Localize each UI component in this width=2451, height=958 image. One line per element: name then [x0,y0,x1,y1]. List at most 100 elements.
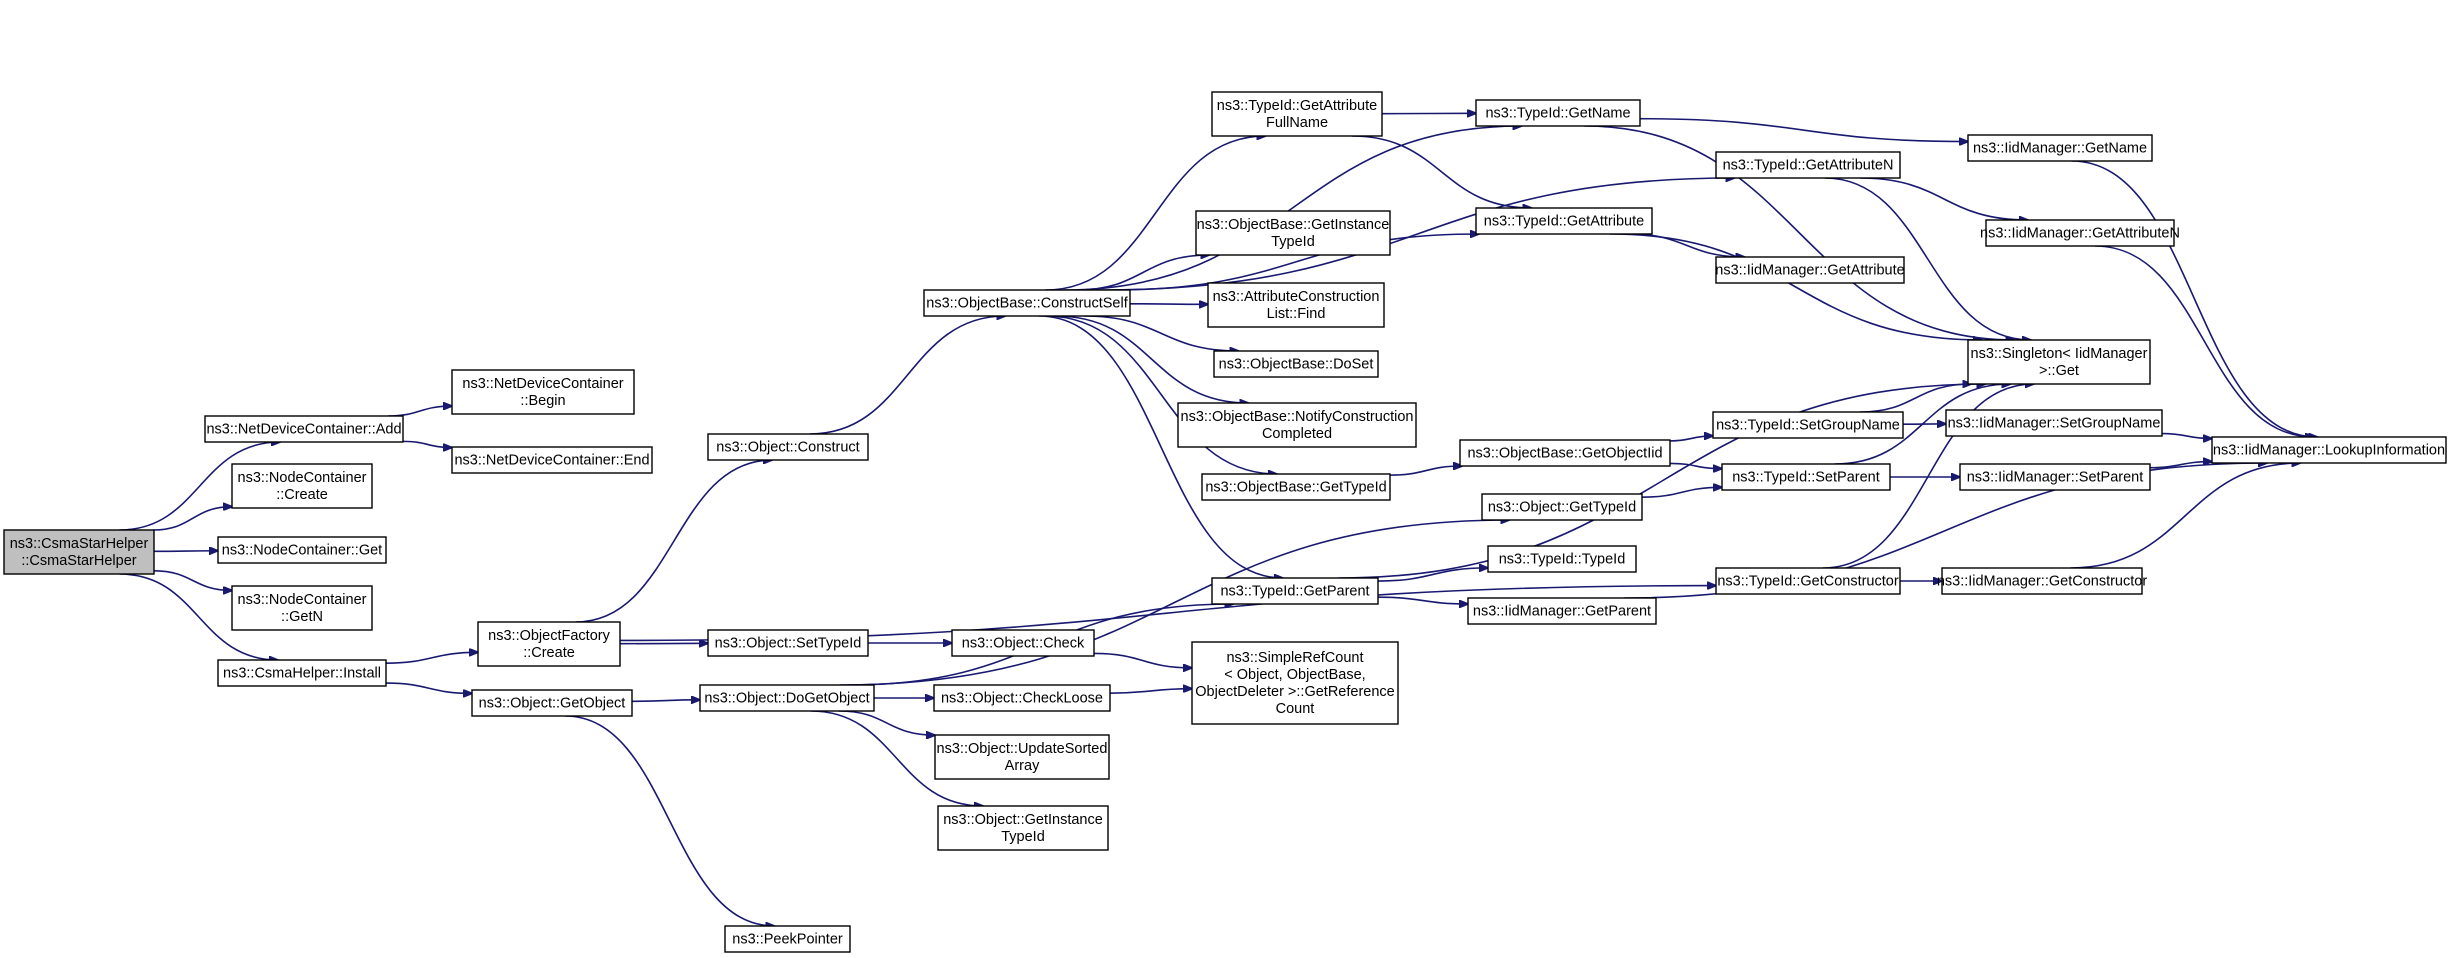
edge-iid_getattributen-to-iid_lookup [2094,245,2314,437]
node-box[interactable] [699,684,875,712]
node-box[interactable] [1211,577,1379,605]
node-box[interactable] [1207,282,1385,328]
node-box[interactable] [1715,256,1905,284]
node-box[interactable] [1211,91,1383,137]
node-box[interactable] [923,289,1131,317]
node-nc_create[interactable]: ns3::NodeContainer::Create [231,463,373,509]
node-box[interactable] [1959,463,2151,491]
node-box[interactable] [204,415,404,443]
node-tid_getname[interactable]: ns3::TypeId::GetName [1475,99,1641,127]
node-obj_settypeid[interactable]: ns3::Object::SetTypeId [707,629,869,657]
node-box[interactable] [951,629,1095,657]
node-tid_getattribute[interactable]: ns3::TypeId::GetAttribute [1475,207,1653,235]
node-box[interactable] [2211,436,2447,464]
node-box[interactable] [1467,597,1657,625]
node-box[interactable] [217,536,387,564]
node-iid_getparent[interactable]: ns3::IidManager::GetParent [1467,597,1657,625]
node-tid_getattributen[interactable]: ns3::TypeId::GetAttributeN [1715,151,1901,179]
node-box[interactable] [451,446,653,474]
node-ob_getobjectiid[interactable]: ns3::ObjectBase::GetObjectIid [1459,439,1671,467]
node-box[interactable] [1941,567,2143,595]
node-box[interactable] [3,529,155,575]
node-iid_getattribute[interactable]: ns3::IidManager::GetAttribute [1715,256,1905,284]
node-box[interactable] [937,805,1109,851]
node-iid_setgroupname[interactable]: ns3::IidManager::SetGroupName [1945,409,2163,437]
node-box[interactable] [231,463,373,509]
node-tid_getparent[interactable]: ns3::TypeId::GetParent [1211,577,1379,605]
node-src_getref[interactable]: ns3::SimpleRefCount< Object, ObjectBase,… [1191,641,1399,725]
node-box[interactable] [1967,339,2151,385]
node-obj_gettypeid[interactable]: ns3::Object::GetTypeId [1481,493,1643,521]
node-box[interactable] [477,621,621,667]
node-label: ns3::ObjectBase::GetInstance [1197,217,1390,233]
node-tid_setparent[interactable]: ns3::TypeId::SetParent [1721,463,1891,491]
node-box[interactable] [933,684,1111,712]
node-root[interactable]: ns3::CsmaStarHelper::CsmaStarHelper [3,529,155,575]
node-iid_setparent[interactable]: ns3::IidManager::SetParent [1959,463,2151,491]
node-box[interactable] [451,369,635,415]
node-box[interactable] [1481,493,1643,521]
edge-ob_getobjectiid-to-tid_setparent [1669,462,1722,468]
nodes-layer: ns3::CsmaStarHelper::CsmaStarHelperns3::… [3,91,2447,953]
node-iid_lookup[interactable]: ns3::IidManager::LookupInformation [2211,436,2447,464]
node-box[interactable] [724,925,851,953]
node-label: ns3::AttributeConstruction [1213,289,1380,305]
node-box[interactable] [471,689,633,717]
node-box[interactable] [1475,207,1653,235]
node-obj_checkloose[interactable]: ns3::Object::CheckLoose [933,684,1111,712]
node-box[interactable] [1715,567,1901,595]
node-tid_setgroupname[interactable]: ns3::TypeId::SetGroupName [1712,411,1904,439]
node-box[interactable] [1475,99,1641,127]
node-nc_get[interactable]: ns3::NodeContainer::Get [217,536,387,564]
node-label: ns3::Object::DoGetObject [704,691,869,707]
node-obj_dogetobject[interactable]: ns3::Object::DoGetObject [699,684,875,712]
node-box[interactable] [1487,545,1637,573]
node-obj_check[interactable]: ns3::Object::Check [951,629,1095,657]
node-box[interactable] [1967,134,2153,162]
node-box[interactable] [707,433,869,461]
node-box[interactable] [1177,402,1417,448]
node-box[interactable] [707,629,869,657]
node-ob_gettypeid[interactable]: ns3::ObjectBase::GetTypeId [1201,473,1391,501]
node-ob_notify[interactable]: ns3::ObjectBase::NotifyConstructionCompl… [1177,402,1417,448]
node-box[interactable] [1712,411,1904,439]
node-box[interactable] [1191,641,1399,725]
node-peekpointer[interactable]: ns3::PeekPointer [724,925,851,953]
node-label: ns3::IidManager::GetParent [1473,604,1651,620]
node-ob_doset[interactable]: ns3::ObjectBase::DoSet [1213,350,1379,378]
node-nc_getn[interactable]: ns3::NodeContainer::GetN [231,585,373,631]
node-box[interactable] [934,734,1110,780]
node-csma_install[interactable]: ns3::CsmaHelper::Install [217,659,387,687]
node-box[interactable] [1195,210,1391,256]
node-ndc_begin[interactable]: ns3::NetDeviceContainer::Begin [451,369,635,415]
node-tid_typeid[interactable]: ns3::TypeId::TypeId [1487,545,1637,573]
node-box[interactable] [1721,463,1891,491]
node-box[interactable] [1715,151,1901,179]
node-singleton_get[interactable]: ns3::Singleton< IidManager>::Get [1967,339,2151,385]
node-box[interactable] [217,659,387,687]
node-ndc_end[interactable]: ns3::NetDeviceContainer::End [451,446,653,474]
node-iid_getattributen[interactable]: ns3::IidManager::GetAttributeN [1980,219,2180,247]
node-tid_getconstructor[interactable]: ns3::TypeId::GetConstructor [1715,567,1901,595]
node-ob_constructself[interactable]: ns3::ObjectBase::ConstructSelf [923,289,1131,317]
node-obj_construct[interactable]: ns3::Object::Construct [707,433,869,461]
edge-tid_setgroupname-to-singleton_get [1859,384,1972,413]
node-iid_getconstructor[interactable]: ns3::IidManager::GetConstructor [1937,567,2148,595]
edge-iid_setgroupname-to-iid_lookup [2161,432,2212,439]
node-box[interactable] [1459,439,1671,467]
node-box[interactable] [1213,350,1379,378]
node-box[interactable] [1985,219,2175,247]
node-of_create[interactable]: ns3::ObjectFactory::Create [477,621,621,667]
node-box[interactable] [231,585,373,631]
node-obj_getobject[interactable]: ns3::Object::GetObject [471,689,633,717]
node-box[interactable] [1945,409,2163,437]
node-label: ns3::ObjectFactory [488,628,610,644]
node-box[interactable] [1201,473,1391,501]
node-iid_getname[interactable]: ns3::IidManager::GetName [1967,134,2153,162]
node-ndc_add[interactable]: ns3::NetDeviceContainer::Add [204,415,404,443]
